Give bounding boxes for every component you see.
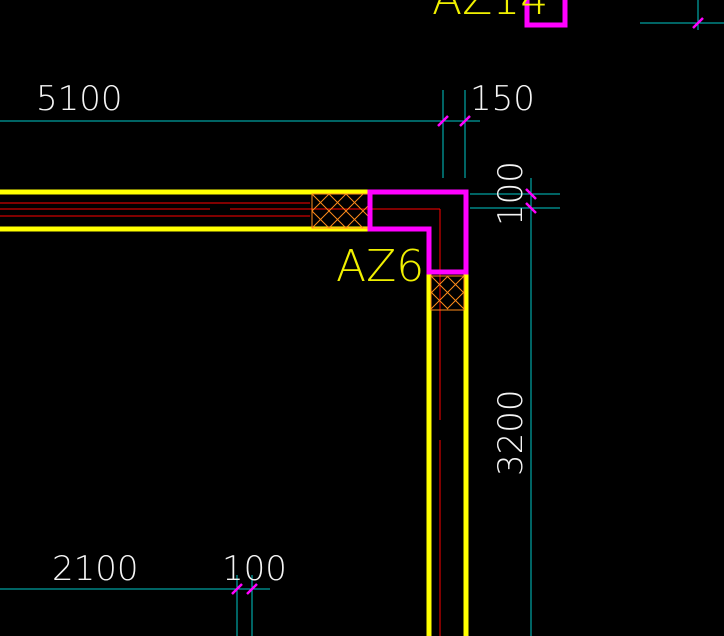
walls [0, 189, 469, 636]
bottom-span-dimension-text: 2100 [52, 549, 139, 589]
right-span-dimension-text: 3200 [491, 389, 531, 476]
tick [246, 583, 258, 595]
hatch-vertical [430, 275, 465, 311]
right-small-dimension-text: 100 [491, 161, 531, 226]
tick [459, 115, 471, 127]
corner-column-label: AZ6 [336, 241, 424, 292]
top-span-dimension-text: 5100 [36, 79, 123, 119]
top-small-dimension-text: 150 [470, 79, 535, 119]
top-column-label: AZ14 [432, 0, 548, 25]
tick [692, 17, 704, 29]
axis-lines [0, 202, 441, 636]
hatch-horizontal [311, 193, 369, 229]
tick [525, 202, 537, 214]
tick [231, 583, 243, 595]
corner-column-az6[interactable] [367, 189, 469, 275]
bottom-small-dimension-text: 100 [222, 549, 287, 589]
tick [525, 188, 537, 200]
tick [437, 115, 449, 127]
dimension-ticks [231, 17, 704, 595]
top-column-az14[interactable] [524, 0, 568, 28]
